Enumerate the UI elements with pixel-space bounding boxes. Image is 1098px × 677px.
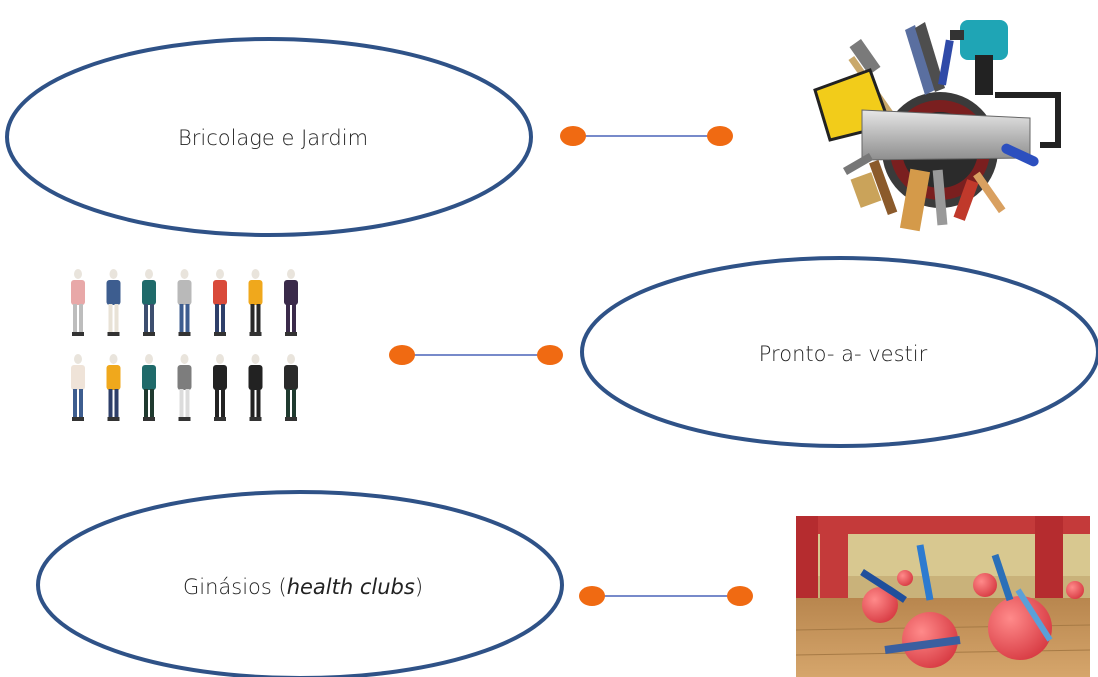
mannequin bbox=[142, 269, 156, 336]
connector-dot-left bbox=[389, 345, 415, 365]
connector-dot-right bbox=[537, 345, 563, 365]
mannequin bbox=[106, 269, 121, 336]
mannequin bbox=[248, 354, 263, 421]
ellipse-bricolage bbox=[5, 37, 533, 237]
ellipse-ginasios bbox=[36, 490, 564, 677]
mannequin bbox=[284, 269, 298, 336]
mannequin bbox=[248, 269, 263, 336]
ellipse-pronto bbox=[580, 256, 1098, 448]
connector-pronto bbox=[389, 345, 563, 365]
connector-dot-right bbox=[707, 126, 733, 146]
mannequin bbox=[142, 354, 156, 421]
connector-ginasios bbox=[579, 586, 753, 606]
mannequin bbox=[213, 269, 227, 336]
connector-bricolage bbox=[560, 126, 733, 146]
node-ginasios: Ginásios (health clubs) bbox=[36, 490, 564, 677]
mannequin bbox=[213, 354, 227, 421]
clothing-mannequins-icon bbox=[71, 269, 298, 421]
label-bricolage: Bricolage e Jardim bbox=[178, 126, 368, 150]
mannequin bbox=[71, 354, 85, 421]
mannequin bbox=[284, 354, 298, 421]
gym-fitness-balls-photo bbox=[795, 516, 1091, 677]
tools-collage-icon bbox=[813, 20, 1061, 232]
mannequin bbox=[106, 354, 121, 421]
node-bricolage: Bricolage e Jardim bbox=[5, 37, 533, 237]
mannequin bbox=[177, 354, 192, 421]
label-pronto: Pronto- a- vestir bbox=[759, 342, 928, 366]
label-ginasios: Ginásios (health clubs) bbox=[183, 575, 423, 599]
connector-dot-right bbox=[727, 586, 753, 606]
node-pronto: Pronto- a- vestir bbox=[580, 256, 1098, 448]
connector-dot-left bbox=[579, 586, 605, 606]
mannequin bbox=[177, 269, 192, 336]
connector-dot-left bbox=[560, 126, 586, 146]
mannequin bbox=[71, 269, 85, 336]
